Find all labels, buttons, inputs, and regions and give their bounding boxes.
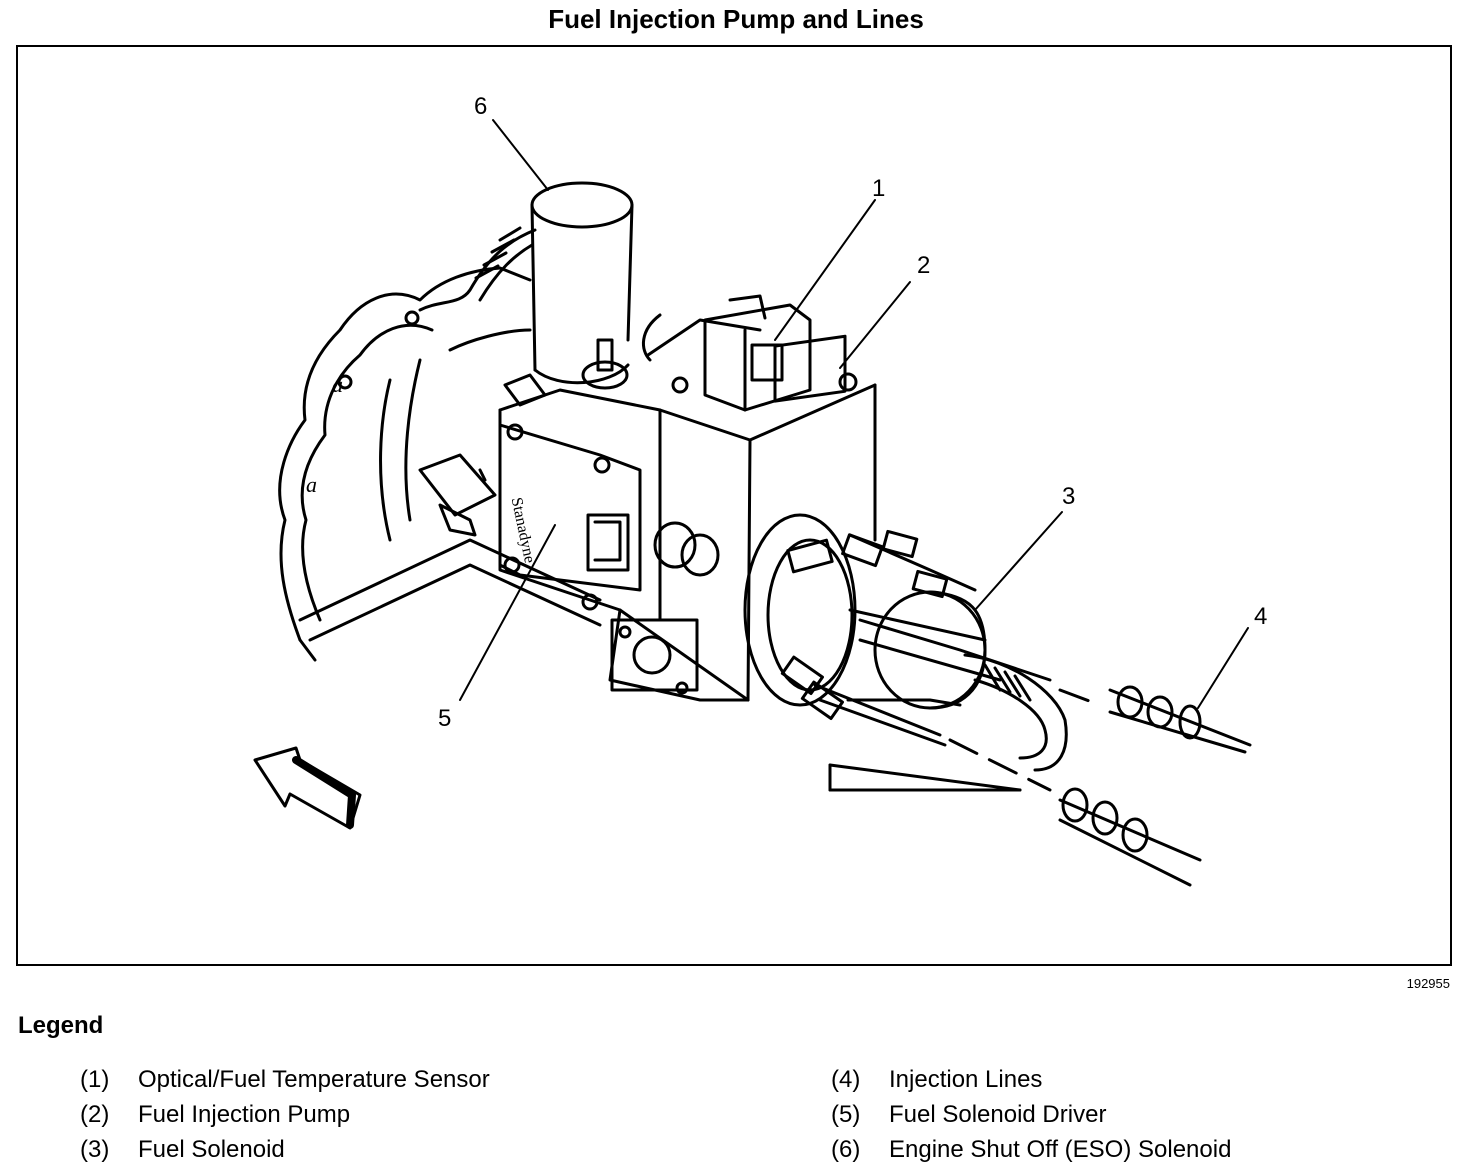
legend-heading: Legend [18,1012,104,1039]
callout-4: 4 [1254,603,1267,630]
eso-solenoid [418,181,634,390]
legend-label: Engine Shut Off (ESO) Solenoid [889,1136,1232,1163]
callout-1: 1 [872,175,885,202]
callout-labels: 6 1 2 3 4 5 [438,93,1267,732]
direction-arrow [253,746,362,830]
callout-5: 5 [438,705,451,732]
diagram-frame [16,45,1452,966]
legend-label: Injection Lines [889,1066,1043,1093]
svg-text:a: a [306,472,317,497]
legend-number: (1) [80,1066,110,1093]
diagram-title: Fuel Injection Pump and Lines [548,4,924,34]
callout-2: 2 [917,252,930,279]
legend-item: (2) Fuel Injection Pump [80,1097,490,1132]
injection-pump-body [498,318,877,702]
legend-item: (1) Optical/Fuel Temperature Sensor [80,1062,490,1097]
engine-housing: a a [278,266,602,662]
leader-lines [459,119,1249,709]
svg-text:a: a [332,372,343,397]
figure-id: 192955 [1406,976,1450,991]
legend-column-right: (4) Injection Lines (5) Fuel Solenoid Dr… [831,1062,1231,1167]
legend-label: Fuel Solenoid Driver [889,1101,1107,1128]
legend-number: (5) [831,1101,861,1128]
fuel-solenoid [743,513,987,721]
svg-text:Stanadyne: Stanadyne [508,496,538,565]
legend-number: (2) [80,1101,110,1128]
legend-number: (4) [831,1066,861,1093]
injection-lines [813,618,1252,887]
legend-item: (4) Injection Lines [831,1062,1231,1097]
legend-item: (5) Fuel Solenoid Driver [831,1097,1231,1132]
legend-number: (6) [831,1136,861,1163]
callout-6: 6 [474,93,487,120]
legend-item: (6) Engine Shut Off (ESO) Solenoid [831,1132,1231,1167]
legend-label: Fuel Injection Pump [138,1101,351,1128]
legend-item: (3) Fuel Solenoid [80,1132,490,1167]
optical-fuel-temp-sensor [641,294,812,412]
legend-column-left: (1) Optical/Fuel Temperature Sensor (2) … [80,1062,490,1167]
callout-3: 3 [1062,483,1075,510]
pump-fittings [503,373,720,695]
legend-label: Optical/Fuel Temperature Sensor [138,1066,490,1093]
legend-label: Fuel Solenoid [138,1136,285,1163]
legend-number: (3) [80,1136,110,1163]
